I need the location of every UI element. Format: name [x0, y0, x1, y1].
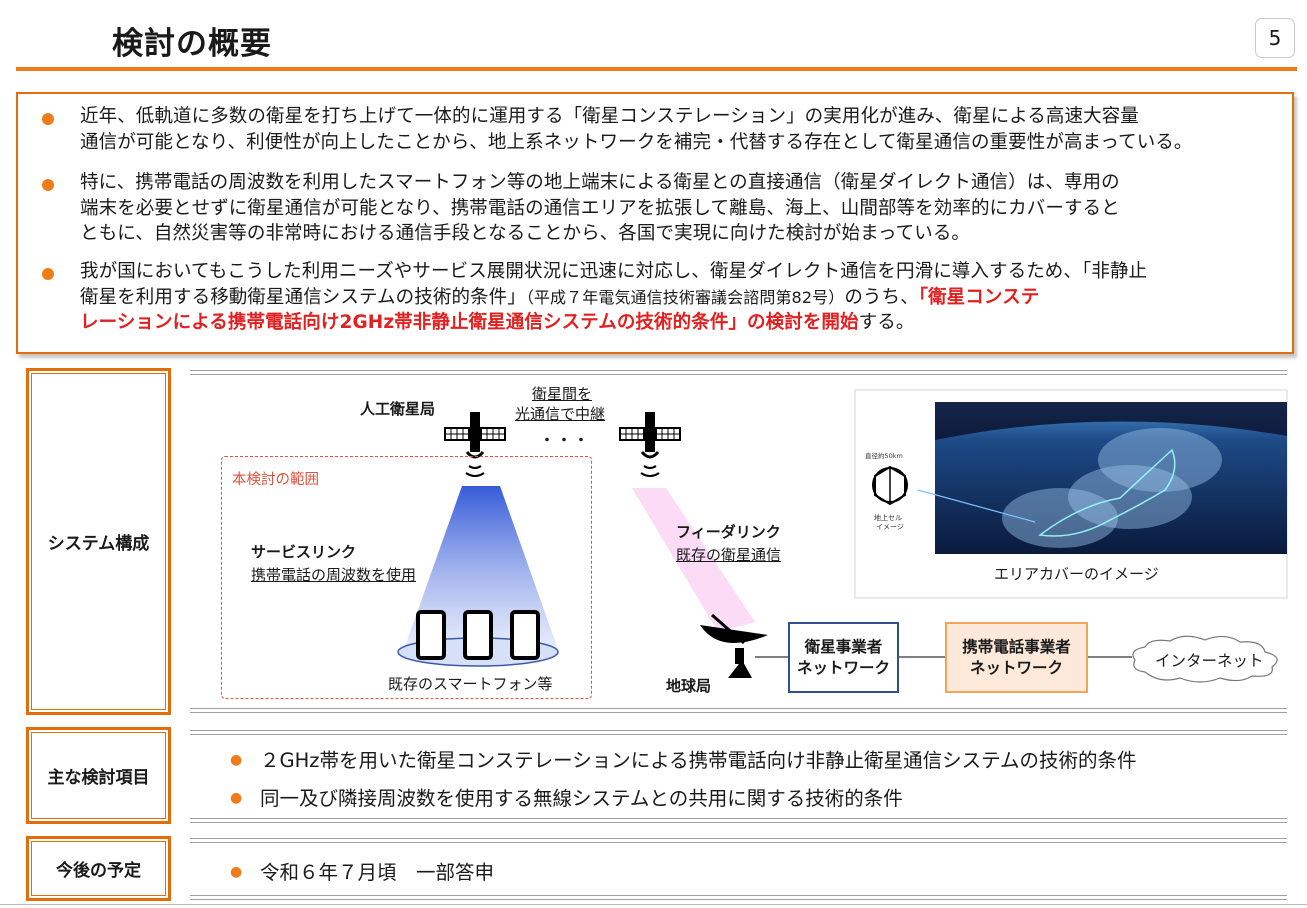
earth-image	[917, 402, 1287, 554]
feeder-link-sub: 既存の衛星通信	[676, 546, 782, 564]
satellite-icon	[619, 412, 681, 477]
bullet-3-reference: （平成７年電気通信技術審議会諮問第82号）	[525, 287, 845, 307]
satellite-dish-icon	[700, 613, 768, 678]
satellite-icon	[444, 412, 506, 477]
smartphone-icon	[510, 610, 540, 660]
cell-icon	[872, 465, 908, 506]
network-label: 携帯電話事業者	[962, 637, 1071, 656]
page-number: 5	[1255, 18, 1295, 58]
bullet-dot: ●	[230, 790, 243, 806]
section-label-text: 今後の予定	[56, 861, 141, 881]
service-link-label: サービスリンク	[251, 543, 357, 561]
cloud-icon	[1132, 635, 1278, 683]
study-item-text: 同一及び隣接周波数を使用する無線システムとの共用に関する技術的条件	[260, 787, 903, 810]
network-label: ネットワーク	[796, 658, 890, 677]
bullet-3-line-3: レーションによる携帯電話向け2GHz帯非静止衛星通信システムの技術的条件」の検討…	[80, 310, 1280, 336]
internet-label: インターネット	[1155, 652, 1264, 670]
section-label-schedule: 今後の予定	[26, 836, 171, 901]
summary-box: 近年、低軌道に多数の衛星を打ち上げて一体的に運用する「衛星コンステレーション」の…	[16, 92, 1294, 354]
schedule-item: ● 令和６年７月頃 一部答申	[230, 856, 494, 885]
relay-label-line-1: 衛星間を	[532, 385, 593, 403]
smartphone-icon	[463, 610, 493, 660]
section-label-system: システム構成	[26, 368, 171, 715]
section-label-text: 主な検討項目	[47, 768, 150, 788]
bullet-dot	[42, 179, 54, 191]
section-divider	[190, 708, 1287, 713]
feeder-link-label: フィーダリンク	[676, 523, 781, 541]
section-divider	[190, 895, 1287, 900]
smartphones-label: 既存のスマートフォン等	[388, 675, 553, 693]
bullet-1-line-1: 近年、低軌道に多数の衛星を打ち上げて一体的に運用する「衛星コンステレーション」の…	[80, 106, 1139, 127]
study-item: ● ２GHz帯を用いた衛星コンステレーションによる携帯電話向け非静止衛星通信システ…	[230, 744, 1137, 773]
network-label: ネットワーク	[969, 658, 1063, 677]
study-scope-box	[221, 456, 592, 699]
bullet-dot: ●	[230, 752, 243, 768]
page-title: 検討の概要	[112, 26, 272, 62]
bullet-3-highlight: レーションによる携帯電話向け2GHz帯非静止衛星通信システムの技術的条件」の検討…	[80, 312, 859, 333]
satellite-operator-network: 衛星事業者 ネットワーク	[788, 622, 899, 693]
relay-label-line-2: 光通信で中継	[515, 405, 606, 423]
bullet-3-highlight: 「衛星コンステ	[918, 286, 1040, 308]
schedule-item-text: 令和６年７月頃 一部答申	[260, 861, 495, 884]
bullet-dot: ●	[230, 864, 243, 880]
section-divider	[190, 730, 1287, 735]
bullet-1-line-2: 通信が可能となり、利便性が向上したことから、地上系ネットワークを補完・代替する存…	[80, 131, 1193, 153]
bullet-2-line-2: 端末を必要とせずに衛星通信が可能となり、携帯電話の通信エリアを拡張して離島、海上…	[80, 197, 1120, 219]
service-link-sub: 携帯電話の周波数を使用	[251, 566, 417, 584]
cell-label-line-2: イメージ	[876, 523, 904, 531]
ground-station-label: 地球局	[666, 677, 712, 695]
bullet-3-text: のうち、	[844, 286, 919, 308]
bullet-dot	[42, 268, 54, 280]
bullet-3-text: 衛星を利用する移動衛星通信システムの技術的条件」	[80, 286, 526, 308]
mobile-operator-network: 携帯電話事業者 ネットワーク	[945, 622, 1088, 693]
bullet-3-text: する。	[858, 312, 915, 333]
cell-label-line-1: 地上セル	[874, 514, 902, 522]
bullet-3-line-2: 衛星を利用する移動衛星通信システムの技術的条件」（平成７年電気通信技術審議会諮問…	[80, 285, 1280, 311]
section-label-items: 主な検討項目	[26, 727, 171, 824]
footer-rule	[0, 904, 1307, 905]
bullet-2-line-1: 特に、携帯電話の周波数を利用したスマートフォン等の地上端末による衛星との直接通信…	[80, 172, 1120, 193]
title-underline	[16, 67, 1297, 71]
bullet-3-line-1: 我が国においてもこうした利用ニーズやサービス展開状況に迅速に対応し、衛星ダイレク…	[80, 261, 1148, 282]
feeder-link-beam	[632, 488, 755, 632]
cell-diameter-label: 直径約50km	[865, 452, 903, 460]
section-divider	[190, 818, 1287, 823]
ellipsis: ・・・	[540, 433, 591, 449]
network-label: 衛星事業者	[804, 637, 883, 656]
bullet-2-line-3: ともに、自然災害等の非常時における通信手段となることから、各国で実現に向けた検討…	[80, 223, 971, 244]
area-caption: エリアカバーのイメージ	[994, 565, 1159, 583]
study-item-text: ２GHz帯を用いた衛星コンステレーションによる携帯電話向け非静止衛星通信システム…	[260, 749, 1137, 772]
scope-label: 本検討の範囲	[232, 472, 319, 488]
section-divider	[190, 370, 1287, 375]
study-item: ● 同一及び隣接周波数を使用する無線システムとの共用に関する技術的条件	[230, 782, 903, 811]
section-divider	[190, 838, 1287, 843]
satellite-label: 人工衛星局	[360, 400, 436, 418]
smartphone-icon	[416, 610, 446, 660]
bullet-dot	[42, 113, 54, 125]
